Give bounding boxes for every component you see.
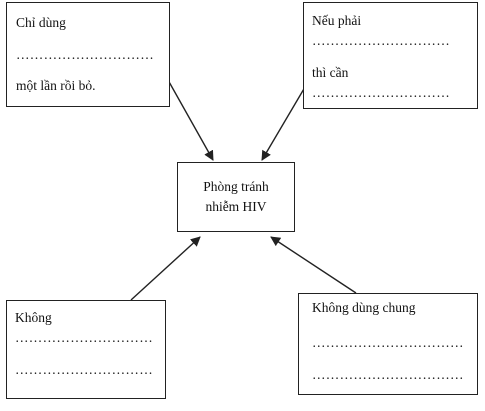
box-center-hiv-prevention: Phòng tránh nhiễm HIV [177, 162, 295, 232]
arrow-top-left [167, 79, 214, 161]
box-if-needed-blank-2: ………………………… [312, 85, 450, 100]
box-no-sharing-blank-2: …………………………… [312, 367, 464, 382]
box-do-not: Không ………………………… ………………………… [6, 300, 166, 399]
box-no-sharing-label: Không dùng chung [312, 300, 416, 315]
box-single-use-label: Chỉ dùng [16, 15, 66, 30]
arrow-top-right [261, 81, 309, 161]
center-title-line-1: Phòng tránh [203, 179, 269, 194]
box-if-needed: Nếu phải ………………………… thì cần ………………………… [303, 2, 478, 109]
box-if-needed-label: Nếu phải [312, 13, 362, 28]
box-single-use-blank: ………………………… [16, 47, 154, 62]
box-if-needed-blank-1: ………………………… [312, 33, 450, 48]
box-no-sharing-blank-1: …………………………… [312, 335, 464, 350]
box-do-not-blank-2: ………………………… [15, 362, 153, 377]
box-do-not-label: Không [15, 310, 52, 325]
box-single-use-text: một lần rồi bỏ. [16, 78, 96, 93]
arrow-bottom-left [130, 236, 201, 301]
box-no-sharing: Không dùng chung …………………………… …………………………… [298, 293, 478, 395]
center-title-line-2: nhiễm HIV [205, 199, 267, 214]
box-single-use: Chỉ dùng ………………………… một lần rồi bỏ. [6, 2, 170, 107]
arrow-bottom-right [270, 236, 357, 294]
box-if-needed-text: thì cần [312, 65, 349, 80]
box-do-not-blank-1: ………………………… [15, 330, 153, 345]
